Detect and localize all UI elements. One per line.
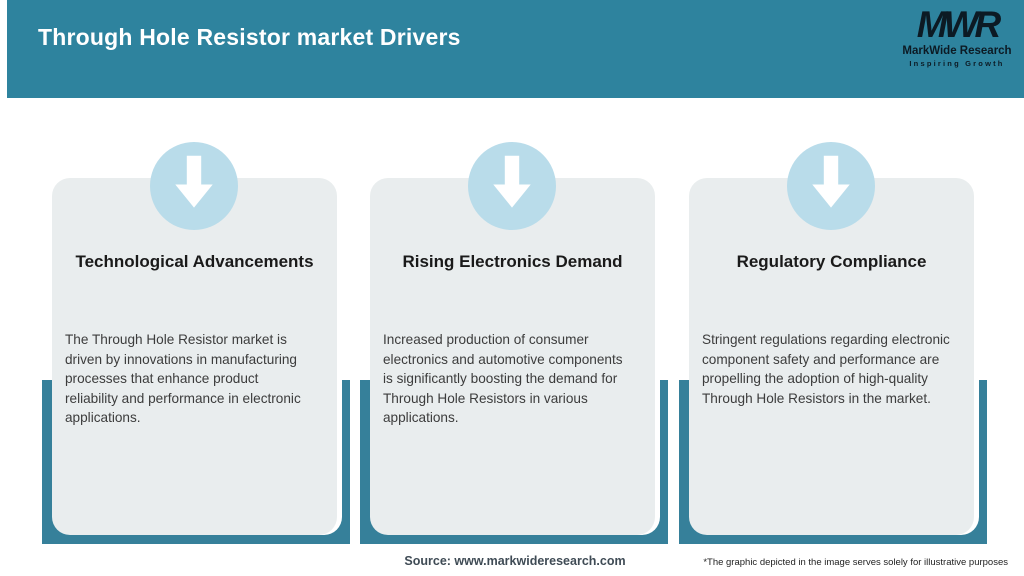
driver-card: Rising Electronics Demand Increased prod… [370, 178, 655, 535]
driver-card-group: Regulatory Compliance Stringent regulati… [679, 0, 987, 576]
card-title: Technological Advancements [75, 252, 314, 271]
down-arrow-icon [476, 150, 548, 222]
down-arrow-icon [158, 150, 230, 222]
page-title: Through Hole Resistor market Drivers [38, 24, 461, 50]
markwide-research-logo: MWR MarkWide Research Inspiring Growth [902, 4, 1012, 69]
source-text: Source: www.markwideresearch.com [404, 554, 626, 568]
icon-circle [787, 142, 875, 230]
logo-tagline: Inspiring Growth [909, 59, 1005, 69]
card-description: Stringent regulations regarding electron… [702, 332, 950, 406]
driver-card-group: Rising Electronics Demand Increased prod… [360, 0, 668, 576]
disclaimer-text: *The graphic depicted in the image serve… [703, 557, 1008, 568]
down-arrow-icon [795, 150, 867, 222]
logo-acronym: MWR [916, 4, 1001, 45]
driver-card: Regulatory Compliance Stringent regulati… [689, 178, 974, 535]
logo-company-name: MarkWide Research [902, 44, 1012, 57]
card-title: Regulatory Compliance [736, 252, 927, 271]
icon-circle [468, 142, 556, 230]
icon-circle [150, 142, 238, 230]
driver-card-group: Technological Advancements The Through H… [42, 0, 350, 576]
card-description: The Through Hole Resistor market is driv… [65, 332, 301, 425]
card-title: Rising Electronics Demand [402, 252, 623, 271]
header-bar: Through Hole Resistor market Drivers MWR… [7, 0, 1024, 98]
driver-card: Technological Advancements The Through H… [52, 178, 337, 535]
card-description: Increased production of consumer electro… [383, 332, 623, 425]
